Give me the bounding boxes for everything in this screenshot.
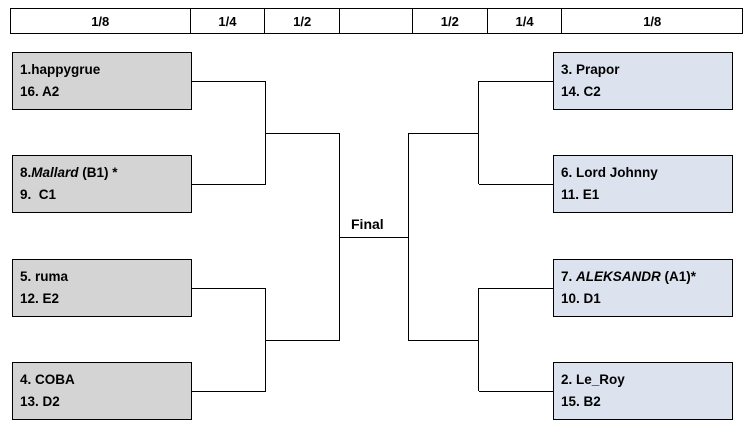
team-slot-top: 4. COBA bbox=[20, 372, 75, 388]
connector-right-qf2-bottom bbox=[479, 391, 553, 392]
match-box-right-4[interactable]: 2. Le_Roy 15. B2 bbox=[553, 362, 733, 420]
connector-left-qf2-out bbox=[265, 340, 340, 341]
connector-left-sf-vertical bbox=[339, 133, 340, 340]
round-header-left-eighth: 1/8 bbox=[11, 9, 191, 33]
team-slot-bottom: 15. B2 bbox=[561, 394, 601, 410]
team-slot-top: 5. ruma bbox=[20, 269, 69, 285]
connector-right-qf1-top bbox=[479, 81, 553, 82]
connector-right-qf2-top bbox=[479, 288, 553, 289]
match-box-left-2[interactable]: 8.Mallard (B1) * 9. C1 bbox=[12, 155, 192, 213]
match-box-right-3[interactable]: 7. ALEKSANDR (A1)* 10. D1 bbox=[553, 259, 733, 317]
connector-right-qf2-vertical bbox=[478, 288, 479, 391]
connector-left-qf1-bottom bbox=[192, 184, 266, 185]
connector-left-qf1-vertical bbox=[265, 81, 266, 184]
team-slot-bottom: 16. A2 bbox=[20, 84, 60, 100]
round-header-right-eighth: 1/8 bbox=[643, 13, 662, 29]
team-slot-top: 6. Lord Johnny bbox=[561, 165, 658, 181]
connector-right-qf1-vertical bbox=[478, 81, 479, 184]
connector-left-qf1-top bbox=[192, 81, 266, 82]
team-slot-bottom: 10. D1 bbox=[561, 291, 601, 307]
team-slot-bottom: 11. E1 bbox=[561, 187, 600, 203]
round-header-row: 1/8 1/4 1/2 1/2 1/4 1/8 bbox=[10, 8, 743, 34]
team-slot-bottom: 12. E2 bbox=[20, 291, 60, 307]
match-box-left-1[interactable]: 1.happygrue 16. A2 bbox=[12, 52, 192, 110]
round-header-right-half: 1/2 bbox=[413, 9, 488, 33]
team-slot-top: 1.happygrue bbox=[20, 62, 101, 78]
connector-right-qf2-out bbox=[408, 340, 478, 341]
connector-right-sf-vertical bbox=[408, 133, 409, 340]
team-slot-top: 3. Prapor bbox=[561, 62, 620, 78]
team-slot-bottom: 9. C1 bbox=[20, 187, 57, 203]
connector-right-qf1-out bbox=[408, 133, 478, 134]
round-header-left-half: 1/2 bbox=[265, 9, 341, 33]
final-label: Final bbox=[351, 216, 384, 232]
connector-right-qf1-bottom bbox=[479, 184, 553, 185]
connector-right-sf-out bbox=[344, 237, 409, 238]
match-box-right-1[interactable]: 3. Prapor 14. C2 bbox=[553, 52, 733, 110]
round-header-left-quarter: 1/4 bbox=[191, 9, 266, 33]
team-slot-bottom: 14. C2 bbox=[561, 84, 601, 100]
connector-left-qf2-vertical bbox=[265, 288, 266, 391]
team-slot-top: 2. Le_Roy bbox=[561, 372, 625, 388]
round-header-final bbox=[340, 9, 413, 33]
connector-left-qf2-top bbox=[192, 288, 266, 289]
match-box-left-4[interactable]: 4. COBA 13. D2 bbox=[12, 362, 192, 420]
connector-left-qf1-out bbox=[265, 133, 340, 134]
connector-left-qf2-bottom bbox=[192, 391, 266, 392]
team-slot-bottom: 13. D2 bbox=[20, 394, 60, 410]
team-slot-top: 7. ALEKSANDR (A1)* bbox=[561, 269, 697, 285]
team-slot-top: 8.Mallard (B1) * bbox=[20, 165, 118, 181]
match-box-right-2[interactable]: 6. Lord Johnny 11. E1 bbox=[553, 155, 733, 213]
round-header-right-quarter: 1/4 bbox=[488, 9, 563, 33]
match-box-left-3[interactable]: 5. ruma 12. E2 bbox=[12, 259, 192, 317]
